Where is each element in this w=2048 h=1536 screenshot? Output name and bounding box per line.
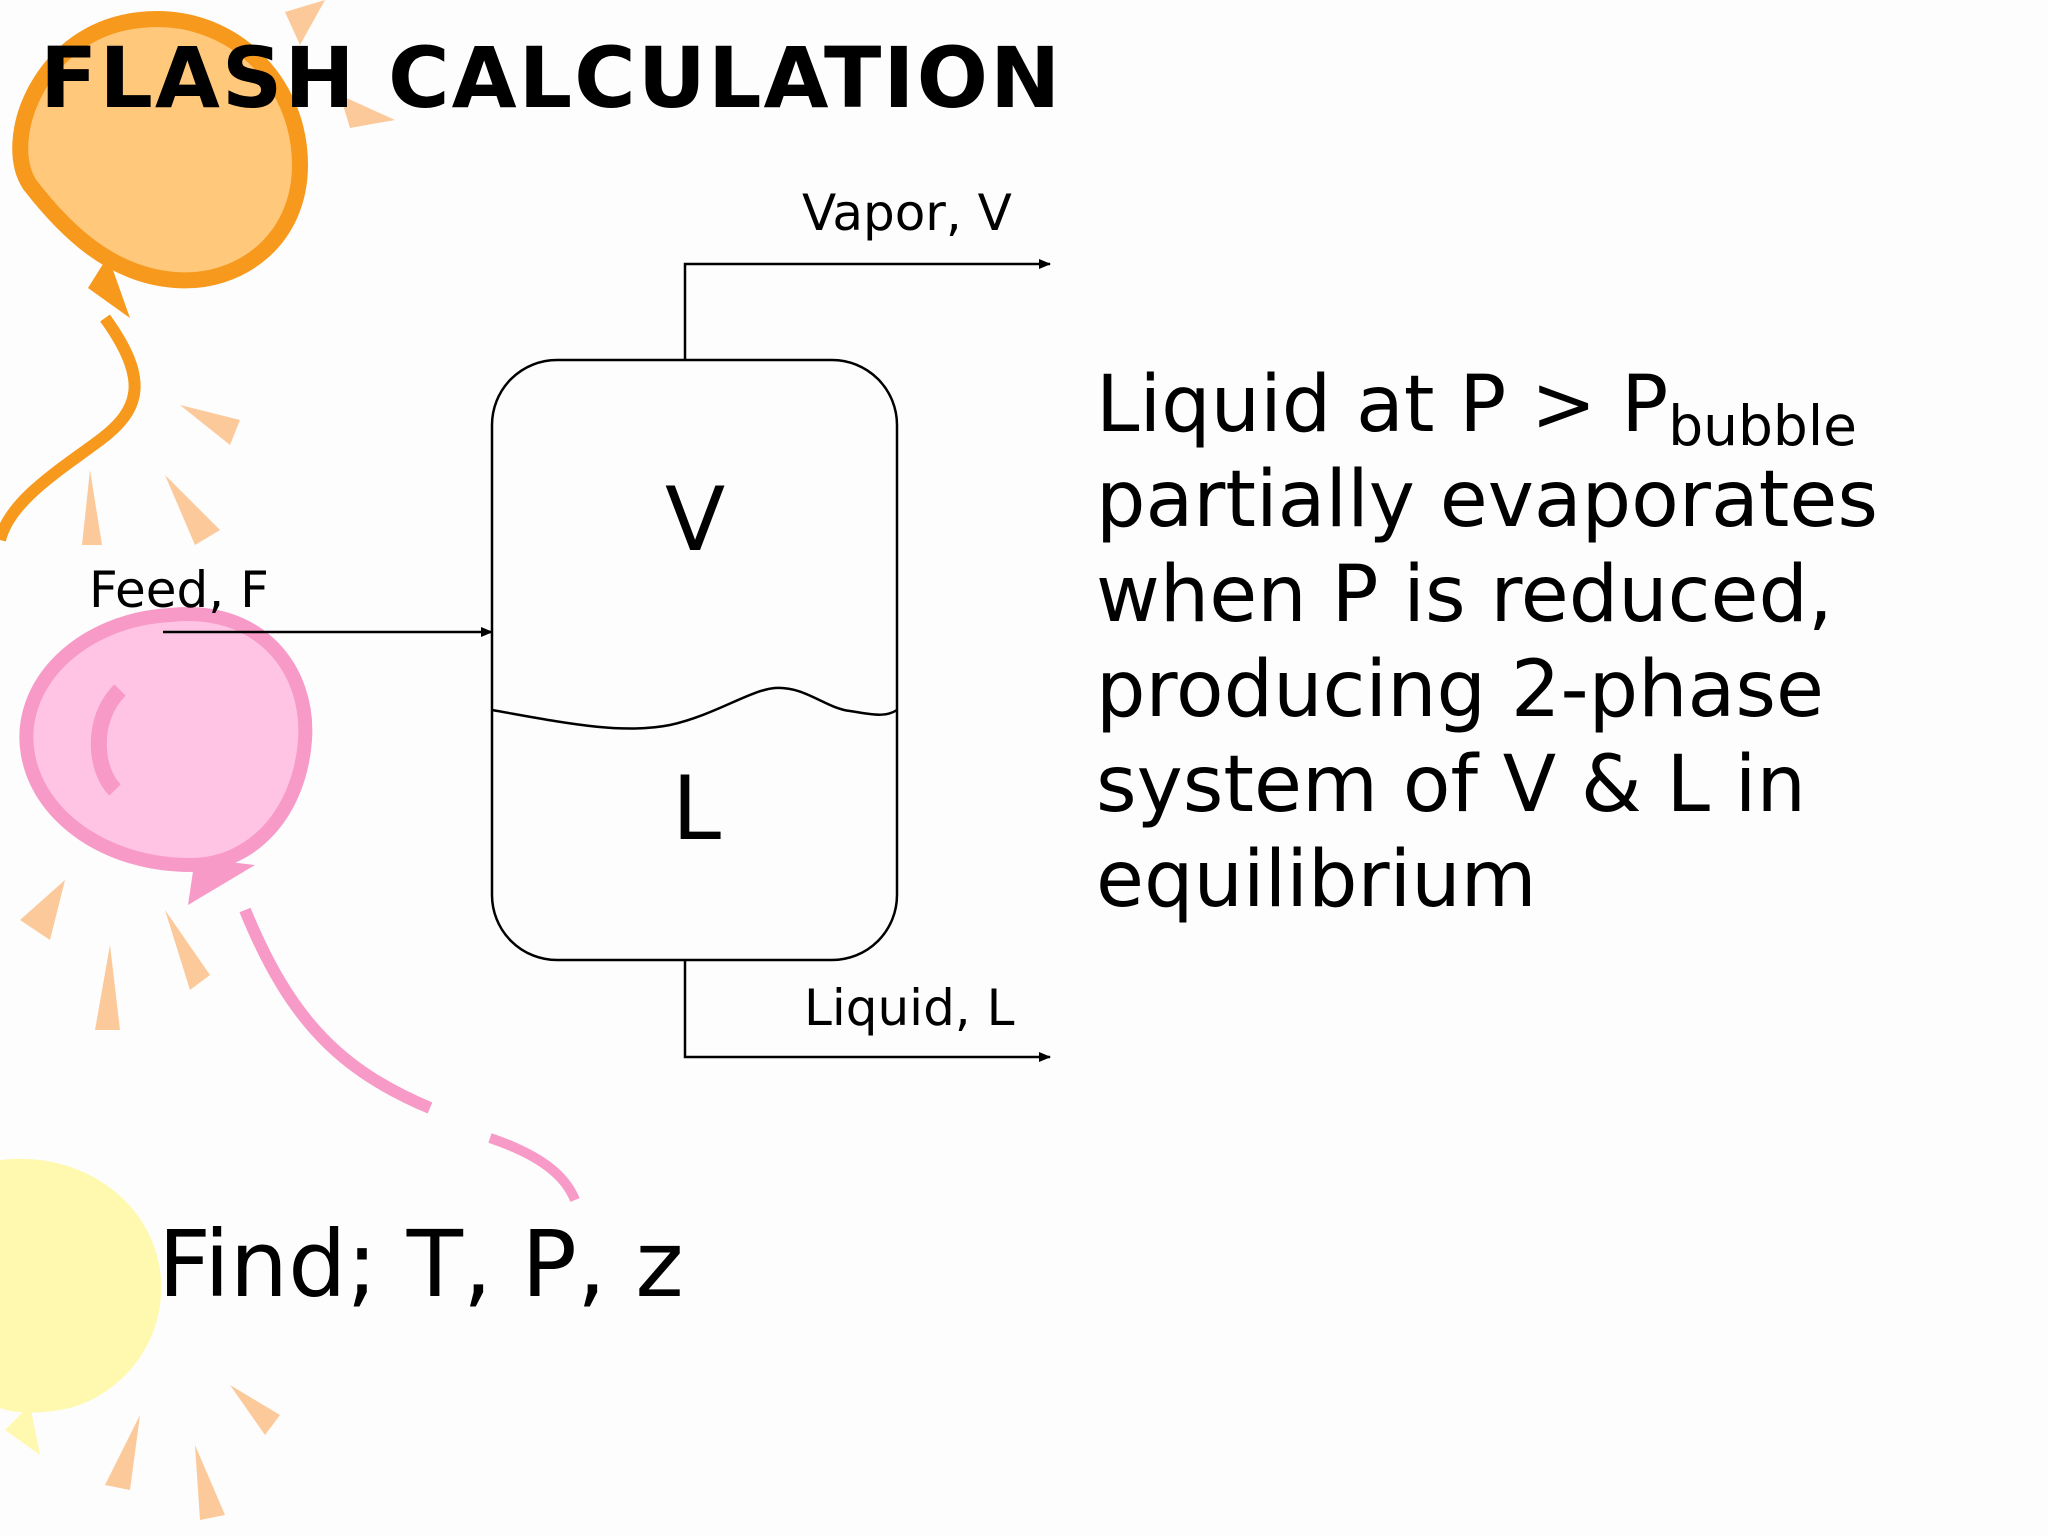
description-line-5: system of V & L in	[1096, 740, 1806, 830]
description-line-4: producing 2-phase	[1096, 645, 1824, 735]
flash-drum-vessel	[490, 358, 899, 962]
description-line-1-text: Liquid at P > P	[1096, 360, 1669, 450]
orange-balloon-icon	[0, 11, 309, 542]
liquid-stream-label: Liquid, L	[804, 979, 1015, 1037]
description-line-6: equilibrium	[1096, 835, 1537, 925]
description-line-2: partially evaporates	[1096, 455, 1878, 545]
liquid-level-interface	[491, 686, 898, 730]
liquid-outlet-arrow	[683, 960, 1051, 1062]
yellow-balloon-icon	[0, 1158, 162, 1455]
liquid-phase-label: L	[672, 757, 722, 860]
pink-balloon-icon	[19, 606, 580, 1203]
find-unknowns-text: Find; T, P, z	[158, 1211, 684, 1318]
slide-title: FLASH CALCULATION	[40, 29, 1063, 127]
bubble-subscript: bubble	[1668, 394, 1857, 458]
burst-rays-icon	[20, 0, 395, 1520]
vapor-outlet-arrow	[683, 259, 1051, 360]
description-line-1: Liquid at P > Pbubble	[1096, 358, 2016, 454]
flash-description: Liquid at P > Pbubble partially evaporat…	[1096, 358, 2016, 928]
vapor-stream-label: Vapor, V	[802, 184, 1012, 242]
description-line-3: when P is reduced,	[1096, 550, 1833, 640]
vapor-phase-label: V	[665, 468, 726, 571]
feed-stream-label: Feed, F	[89, 561, 269, 619]
